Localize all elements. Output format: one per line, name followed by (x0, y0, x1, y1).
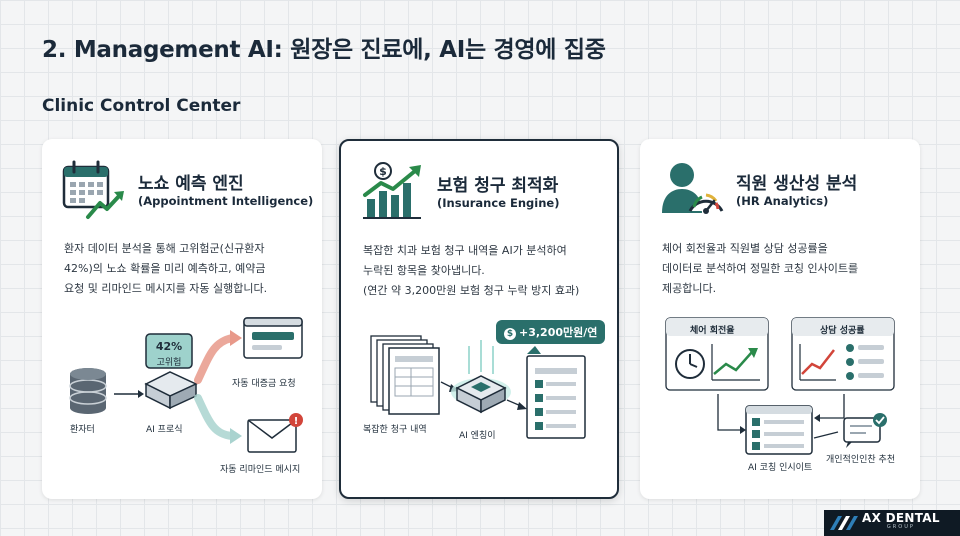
description-line: 환자 데이터 분석을 통해 고위험군(신규환자 (64, 242, 265, 255)
insurance-flow-graphic (370, 335, 586, 439)
report-document-icon (526, 355, 586, 439)
svg-text:!: ! (294, 416, 299, 427)
description-line: 체어 회전율과 직원별 상담 성공률을 (662, 242, 828, 255)
description-line: 요청 및 리마인드 메시지를 자동 실행합니다. (64, 282, 268, 295)
card-subtitle: (Insurance Engine) (437, 196, 560, 210)
logo-mark-icon (830, 516, 858, 530)
description-line: 복잡한 치과 보험 청구 내역을 AI가 분석하여 (363, 244, 567, 257)
coaching-insight-icon (745, 405, 813, 455)
ai-engine-label: AI 엔칭이 (459, 431, 496, 441)
person-gauge-icon (662, 163, 724, 214)
browser-window-icon (243, 317, 303, 359)
card-hr-analytics[interactable]: 직원 생산성 분석 (HR Analytics) 체어 회전율과 직원별 상담 … (640, 139, 920, 499)
risk-percent: 42% (155, 340, 183, 353)
document-stack-icon (370, 335, 440, 415)
money-bag-icon: $ (504, 328, 516, 340)
insurance-flow-diagram: $+3,200만원/연 복잡한 청구 내역 AI 엔칭이 (341, 316, 621, 496)
description-line: (연간 약 3,200만원 보험 청구 누락 방지 효과) (363, 284, 580, 297)
envelope-icon: ! (247, 413, 303, 453)
description-line: 제공합니다. (662, 282, 717, 295)
card-description: 복잡한 치과 보험 청구 내역을 AI가 분석하여 누락된 항목을 찾아냅니다.… (363, 241, 611, 301)
card-subtitle: (Appointment Intelligence) (138, 194, 314, 208)
risk-label: 고위험 (156, 358, 182, 368)
chair-turnover-title: 체어 회전율 (690, 326, 735, 336)
ai-box-icon (144, 371, 198, 410)
ai-chip-icon (455, 375, 507, 414)
complex-claims-label: 복잡한 청구 내역 (363, 425, 427, 435)
consult-success-title: 상담 성공률 (820, 326, 865, 336)
card-appointment-intelligence[interactable]: 노쇼 예측 엔진 (Appointment Intelligence) 환자 데… (42, 139, 322, 499)
card-title: 노쇼 예측 엔진 (138, 174, 244, 194)
ax-dental-logo: AX DENTAL GROUP (824, 510, 960, 536)
hr-flow-graphic (665, 317, 895, 455)
personal-recommend-label: 개인적인인찬 추천 (826, 455, 896, 465)
description-line: 누락된 항목을 찾아냅니다. (363, 264, 485, 277)
card-title: 직원 생산성 분석 (736, 174, 858, 194)
card-description: 환자 데이터 분석을 통해 고위험군(신규환자 42%)의 노쇼 확률을 미리 … (64, 239, 312, 299)
card-description: 체어 회전율과 직원별 상담 성공률을 데이터로 분석하여 정밀한 코칭 인사이… (662, 239, 910, 299)
growth-chart-icon: $ (363, 162, 421, 219)
page-title: 2. Management AI: 원장은 진료에, AI는 경영에 집중 (42, 37, 606, 63)
chair-turnover-panel (665, 317, 769, 391)
description-line: 42%)의 노쇼 확률을 미리 예측하고, 예약금 (64, 262, 266, 275)
database-icon (69, 368, 107, 414)
deposit-request-label: 자동 대증금 요청 (232, 379, 296, 389)
calendar-growth-icon (62, 160, 124, 219)
logo-tagline: GROUP (886, 524, 915, 530)
ai-process-label: AI 프로식 (146, 425, 183, 435)
svg-text:$: $ (379, 165, 387, 178)
coaching-insight-label: AI 코칭 인시이트 (748, 463, 813, 473)
savings-amount: +3,200만원/연 (519, 326, 598, 339)
section-title: Clinic Control Center (42, 96, 241, 116)
card-title: 보험 청구 최적화 (437, 176, 559, 196)
savings-badge: $+3,200만원/연 (496, 320, 606, 344)
recommendation-bubble-icon (843, 413, 887, 448)
logo-name: AX DENTAL (862, 511, 940, 525)
noshow-flow-diagram: ! 42% 고위험 환자터 AI 프로식 자동 대증금 요청 자동 리마인드 메… (42, 314, 322, 494)
hr-flow-diagram: 체어 회전율 상담 성공률 AI 코칭 인시이트 개인적인인찬 추천 (640, 314, 920, 494)
consult-success-panel (791, 317, 895, 391)
description-line: 데이터로 분석하여 정밀한 코칭 인사이트를 (662, 262, 859, 275)
noshow-flow-graphic: ! (69, 317, 303, 453)
patient-data-label: 환자터 (70, 425, 95, 435)
card-subtitle: (HR Analytics) (736, 194, 829, 208)
reminder-message-label: 자동 리마인드 메시지 (220, 465, 301, 475)
card-insurance-engine[interactable]: $ 보험 청구 최적화 (Insurance Engine) 복잡한 치과 보험… (339, 139, 619, 499)
